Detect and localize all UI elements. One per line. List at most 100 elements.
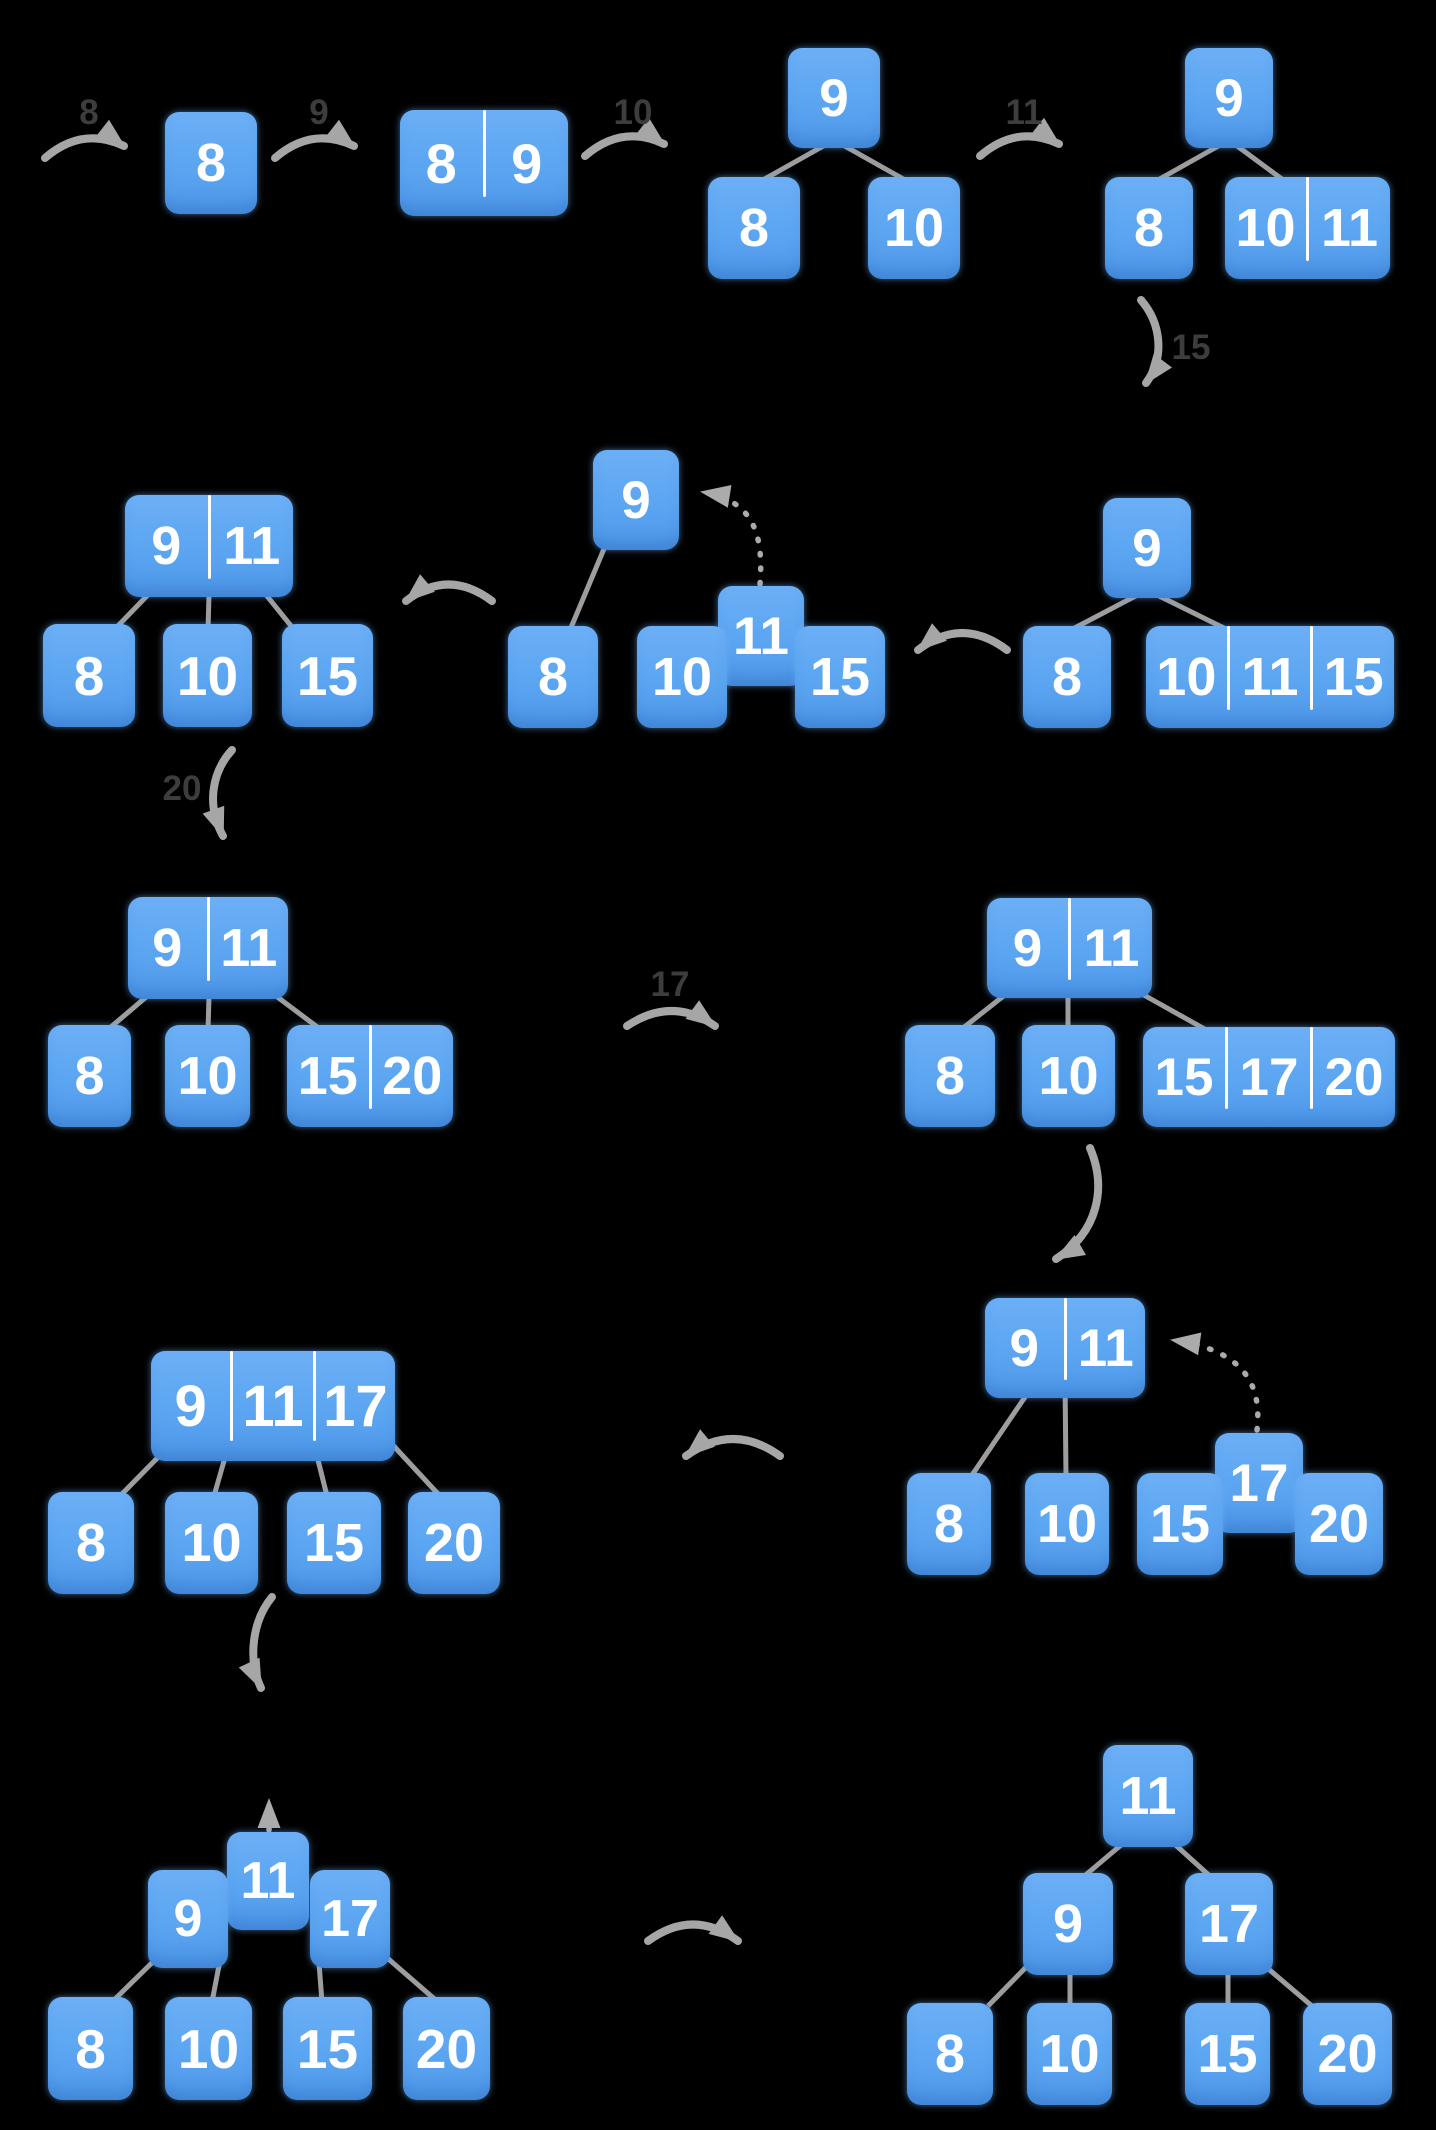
tree-node: 17: [1215, 1433, 1303, 1533]
node-key: 17: [1198, 1894, 1260, 1954]
arrow-head: [1029, 117, 1061, 146]
cell-divider: [1226, 626, 1230, 710]
insert-key-label: 8: [79, 93, 99, 132]
node-key: 11: [1119, 1766, 1177, 1826]
node-key: 11: [223, 516, 281, 576]
node-key: 8: [1133, 198, 1165, 258]
tree-node: 15: [795, 626, 885, 728]
arrow-head: [404, 574, 435, 603]
arrow-head: [700, 485, 732, 508]
tree-node: 11: [227, 1832, 309, 1930]
tree-node: 17: [310, 1870, 390, 1968]
node-key: 8: [934, 2024, 966, 2084]
node-key: 9: [151, 516, 182, 576]
tree-node: 15: [282, 624, 373, 727]
tree-node: 10: [1027, 2003, 1112, 2105]
node-key: 20: [1308, 1494, 1370, 1554]
arrow-head: [257, 1798, 281, 1828]
cell-divider: [207, 495, 211, 579]
split-promote-arrow: [699, 489, 764, 587]
tree-node: 20: [408, 1492, 500, 1594]
tree-node: 10 11: [1225, 177, 1390, 279]
tree-node: 8: [48, 1997, 133, 2100]
tree-node: 8: [165, 112, 257, 214]
node-key: 10: [1235, 198, 1296, 258]
node-key: 11: [732, 606, 790, 666]
node-key: 9: [1214, 68, 1244, 128]
node-key: 15: [296, 644, 359, 707]
tree-node: 15: [1137, 1473, 1223, 1575]
node-key: 9: [621, 470, 651, 530]
arrow-head: [685, 1000, 717, 1028]
tree-node: 10: [165, 1492, 258, 1594]
tree-node: 8: [48, 1492, 134, 1594]
cell-divider: [1310, 1027, 1313, 1109]
node-key: 15: [1149, 1494, 1211, 1554]
node-key: 9: [152, 918, 183, 978]
tree-node: 8: [1023, 626, 1111, 728]
node-key: 15: [296, 2017, 359, 2080]
node-key: 20: [1324, 1047, 1384, 1107]
node-key: 10: [177, 1046, 238, 1106]
tree-node: 8: [508, 626, 598, 728]
cell-divider: [368, 1025, 372, 1109]
node-key: 9: [1009, 1318, 1039, 1378]
tree-node: 9 11: [125, 495, 293, 597]
node-key: 10: [1039, 2024, 1100, 2084]
node-key: 10: [883, 198, 945, 258]
tree-node: 8: [905, 1025, 995, 1127]
tree-node: 8: [48, 1025, 131, 1127]
node-key: 11: [1241, 647, 1299, 707]
node-key: 8: [934, 1046, 966, 1106]
tree-node: 8: [907, 1473, 991, 1575]
tree-node: 8: [907, 2003, 993, 2105]
tree-node: 11: [1103, 1745, 1193, 1847]
insert-key-label: 20: [162, 769, 202, 808]
node-key: 8: [195, 133, 227, 193]
node-key: 10: [1156, 647, 1217, 707]
node-key: 8: [1051, 647, 1083, 707]
node-key: 8: [738, 198, 770, 258]
node-key: 15: [303, 1513, 365, 1573]
node-key: 8: [933, 1494, 965, 1554]
node-key: 20: [415, 2017, 478, 2080]
tree-node: 10: [1025, 1473, 1109, 1575]
tree-node: 8: [1105, 177, 1193, 279]
tree-node: 10: [868, 177, 960, 279]
arrow-head: [1170, 1332, 1202, 1356]
tree-node: 10: [163, 624, 252, 727]
tree-node: 11: [718, 586, 804, 686]
tree-node: 10: [165, 1025, 250, 1127]
tree-edge: [205, 996, 212, 1031]
node-key: 20: [382, 1046, 443, 1106]
node-key: 15: [809, 647, 871, 707]
node-key: 10: [651, 647, 713, 707]
cell-divider: [230, 1351, 234, 1442]
tree-node: 17: [1185, 1873, 1273, 1975]
node-key: 11: [1320, 198, 1379, 258]
node-key: 10: [176, 644, 239, 707]
insert-key-label: 9: [309, 93, 329, 132]
tree-node: 9: [788, 48, 880, 148]
cell-divider: [1063, 1298, 1067, 1380]
arrow-head: [202, 805, 225, 838]
tree-edge: [388, 1440, 442, 1498]
node-key: 10: [1036, 1494, 1098, 1554]
tree-node: 9: [1185, 48, 1273, 148]
node-key: 8: [73, 644, 105, 707]
cell-divider: [1225, 1027, 1228, 1109]
node-key: 17: [1229, 1453, 1289, 1513]
tree-node: 20: [1303, 2003, 1392, 2105]
node-key: 8: [75, 1513, 107, 1573]
cell-divider: [1310, 626, 1314, 710]
arrow-head: [1144, 353, 1173, 385]
node-key: 10: [181, 1513, 242, 1573]
node-key: 20: [423, 1513, 485, 1573]
node-key: 15: [297, 1046, 358, 1106]
